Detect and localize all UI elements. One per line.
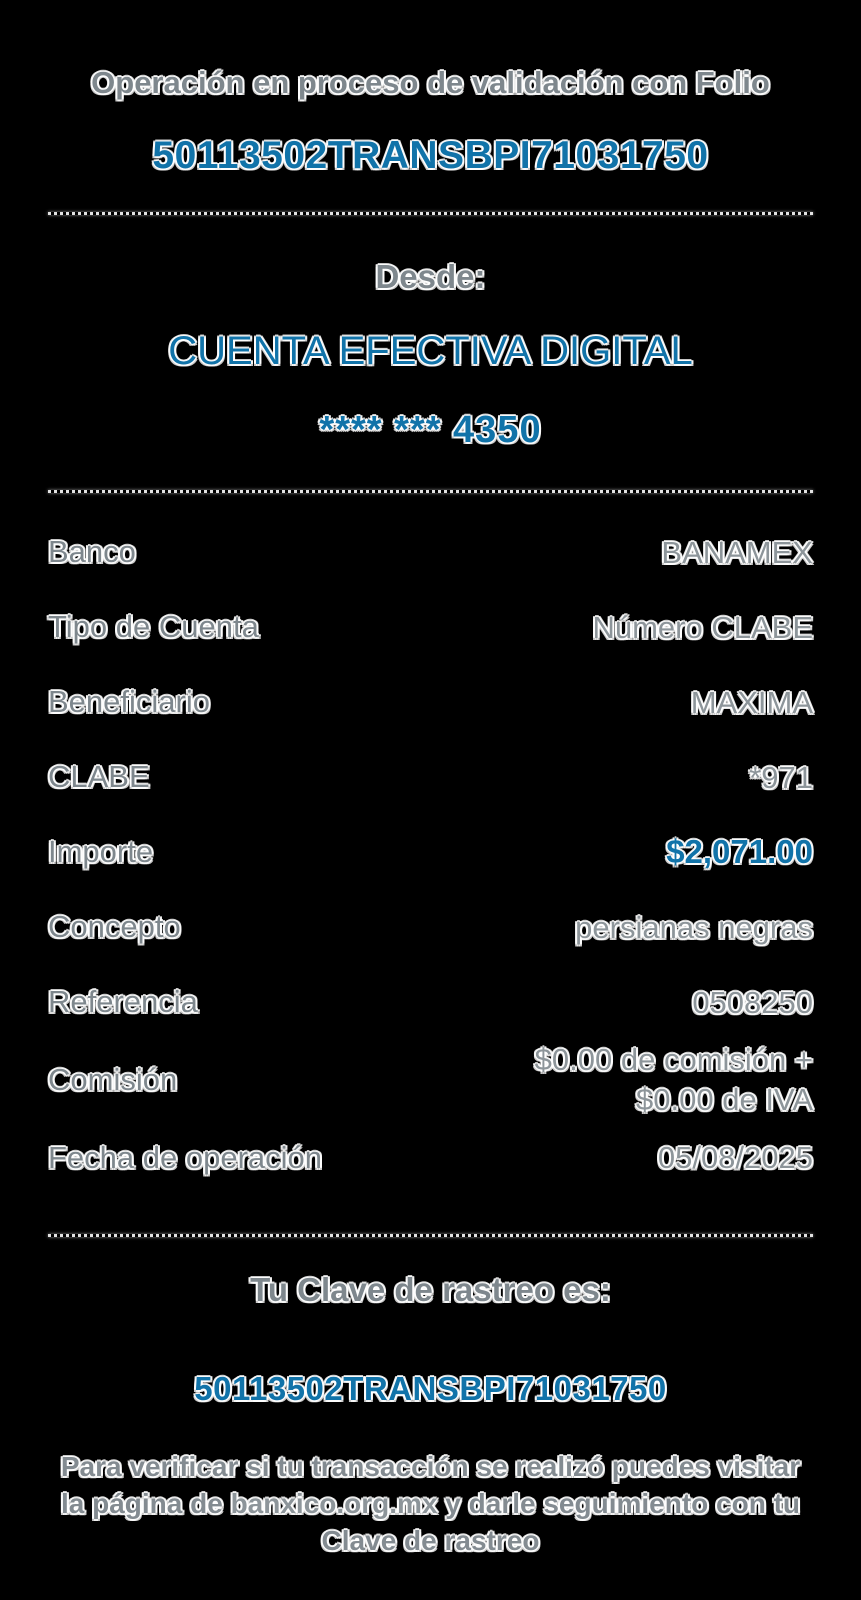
row-concepto: Concepto persianas negras — [48, 890, 813, 965]
folio-number: 50113502TRANSBPI71031750 — [152, 134, 709, 178]
dashed-divider — [48, 490, 813, 494]
from-label: Desde: — [375, 257, 486, 295]
row-comision: Comisión $0.00 de comisión + $0.00 de IV… — [48, 1040, 813, 1121]
row-label: Tipo de Cuenta — [48, 609, 259, 645]
row-tipo-de-cuenta: Tipo de Cuenta Número CLABE — [48, 590, 813, 665]
row-label: Fecha de operación — [48, 1139, 323, 1175]
row-label: Importe — [48, 834, 154, 870]
row-importe: Importe $2,071.00 — [48, 815, 813, 890]
row-label: CLABE — [48, 759, 150, 795]
row-label: Concepto — [48, 909, 181, 945]
row-value: *971 — [749, 759, 813, 795]
row-label: Comisión — [48, 1062, 178, 1098]
transfer-details-list: Banco BANAMEX Tipo de Cuenta Número CLAB… — [48, 515, 813, 1196]
row-clabe: CLABE *971 — [48, 740, 813, 815]
row-banco: Banco BANAMEX — [48, 515, 813, 590]
row-value: BANAMEX — [661, 534, 813, 570]
row-fecha-de-operacion: Fecha de operación 05/08/2025 — [48, 1121, 813, 1196]
source-account-number-masked: **** *** 4350 — [319, 408, 542, 451]
amount-value: $2,071.00 — [666, 833, 813, 871]
row-referencia: Referencia 0508250 — [48, 965, 813, 1040]
verification-note-suffix: y darle seguimiento con tu Clave de rast… — [321, 1487, 801, 1556]
validation-status-text: Operación en proceso de validación con F… — [91, 65, 770, 100]
tracking-key-value: 50113502TRANSBPI71031750 — [194, 1370, 667, 1408]
source-account-name: CUENTA EFECTIVA DIGITAL — [168, 328, 693, 373]
row-value: persianas negras — [575, 909, 813, 945]
row-value: 05/08/2025 — [657, 1140, 813, 1176]
row-label: Beneficiario — [48, 684, 210, 720]
verification-note-prefix: Para verificar si tu transacción se real… — [60, 1450, 801, 1519]
row-label: Banco — [48, 534, 136, 570]
banxico-link[interactable]: banxico.org.mx — [230, 1487, 438, 1519]
row-value: $0.00 de comisión + $0.00 de IVA — [534, 1042, 813, 1118]
row-value: 0508250 — [692, 984, 813, 1020]
dashed-divider — [48, 1233, 813, 1237]
row-beneficiario: Beneficiario MAXIMA — [48, 665, 813, 740]
row-label: Referencia — [48, 984, 198, 1020]
row-value: Número CLABE — [592, 609, 813, 645]
row-value: MAXIMA — [690, 684, 813, 720]
dashed-divider — [48, 211, 813, 215]
tracking-key-title: Tu Clave de rastreo es: — [250, 1270, 611, 1308]
verification-note: Para verificar si tu transacción se real… — [61, 1449, 801, 1560]
